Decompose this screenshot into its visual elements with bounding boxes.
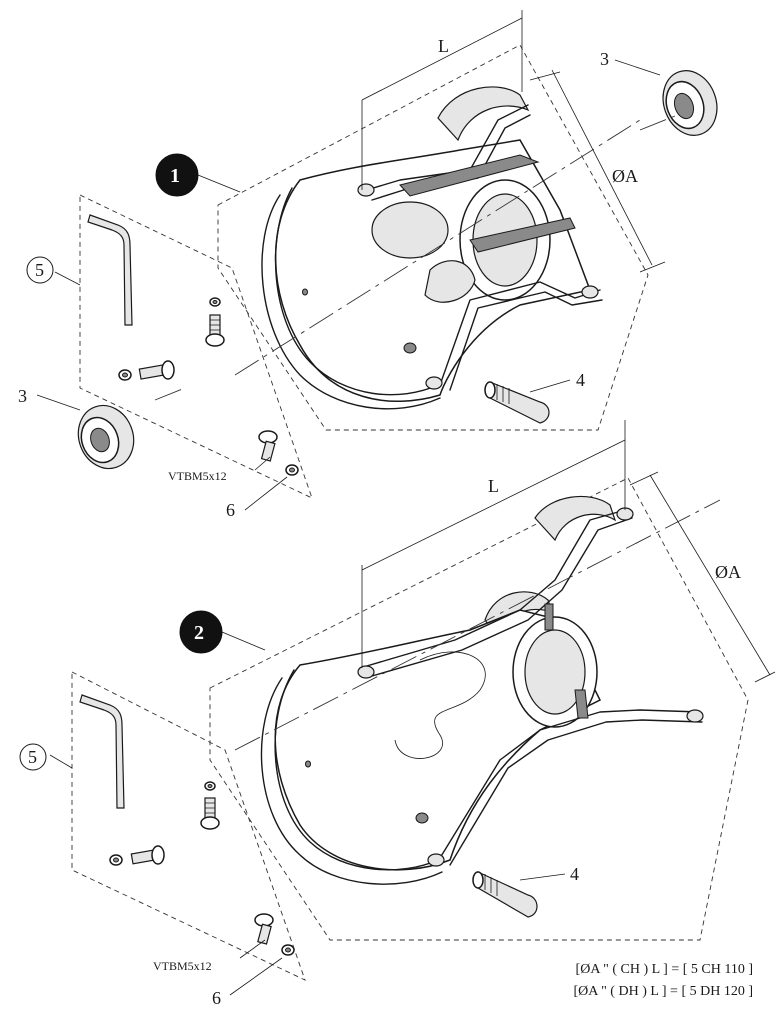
allen-key-5-bottom: 5 bbox=[19, 694, 125, 809]
callout-badge-1: 1 bbox=[155, 153, 241, 197]
callout-allen-key-bottom: 5 bbox=[28, 747, 37, 767]
callout-washer-top: 6 bbox=[226, 500, 235, 520]
dimension-diameter-1: ØA bbox=[529, 69, 666, 273]
dimension-L-1-label: L bbox=[438, 36, 449, 56]
screw-set-top bbox=[118, 297, 225, 381]
dimension-diameter-2: ØA bbox=[629, 471, 776, 683]
assembly-2-boundary bbox=[209, 477, 749, 941]
svg-text:2: 2 bbox=[194, 622, 204, 644]
assembly-1: L ØA 1 3 4 bbox=[18, 10, 718, 520]
hub-2-body bbox=[260, 495, 704, 885]
assembly-1-boundary bbox=[217, 44, 649, 431]
callout-bearing-top: 3 bbox=[600, 49, 609, 69]
screw-label-bottom: VTBM5x12 bbox=[153, 959, 212, 973]
bearing-3-left: 3 bbox=[18, 386, 186, 470]
hub-1-body bbox=[261, 86, 603, 410]
callout-allen-key-top: 5 bbox=[35, 260, 44, 280]
accessory-kit-1-boundary bbox=[79, 194, 313, 499]
accessory-kit-2-boundary bbox=[71, 671, 306, 981]
dimension-L-2-label: L bbox=[488, 476, 499, 496]
dimension-L-1: L bbox=[361, 10, 523, 190]
callout-badge-2: 2 bbox=[179, 610, 266, 654]
svg-text:1: 1 bbox=[170, 165, 180, 187]
size-note-line-2: [ØA " ( DH ) L ] = [ 5 DH 120 ] bbox=[573, 984, 753, 999]
axle-bolt-4-top: 4 bbox=[484, 370, 585, 424]
screw-vtbm-bottom: VTBM5x12 6 bbox=[153, 913, 295, 1008]
bearing-3-top: 3 bbox=[600, 49, 718, 136]
screw-label-top: VTBM5x12 bbox=[168, 469, 227, 483]
allen-key-5-top: 5 bbox=[26, 214, 133, 326]
screw-vtbm-top: VTBM5x12 6 bbox=[168, 430, 299, 520]
dimension-diameter-1-label: ØA bbox=[612, 166, 638, 186]
callout-axle-bolt-bottom: 4 bbox=[570, 864, 579, 884]
callout-bearing-left: 3 bbox=[18, 386, 27, 406]
assembly-2: L ØA 2 4 5 bbox=[19, 420, 776, 1008]
callout-axle-bolt-top: 4 bbox=[576, 370, 585, 390]
hub-1-axis bbox=[234, 119, 641, 376]
size-note-line-1: [ØA " ( CH ) L ] = [ 5 CH 110 ] bbox=[575, 962, 753, 977]
dimension-diameter-2-label: ØA bbox=[715, 562, 741, 582]
dimension-L-2: L bbox=[361, 420, 626, 668]
axle-bolt-4-bottom: 4 bbox=[472, 864, 579, 918]
screw-set-bottom bbox=[109, 781, 220, 866]
hub-2-axis bbox=[234, 499, 721, 751]
callout-washer-bottom: 6 bbox=[212, 988, 221, 1008]
